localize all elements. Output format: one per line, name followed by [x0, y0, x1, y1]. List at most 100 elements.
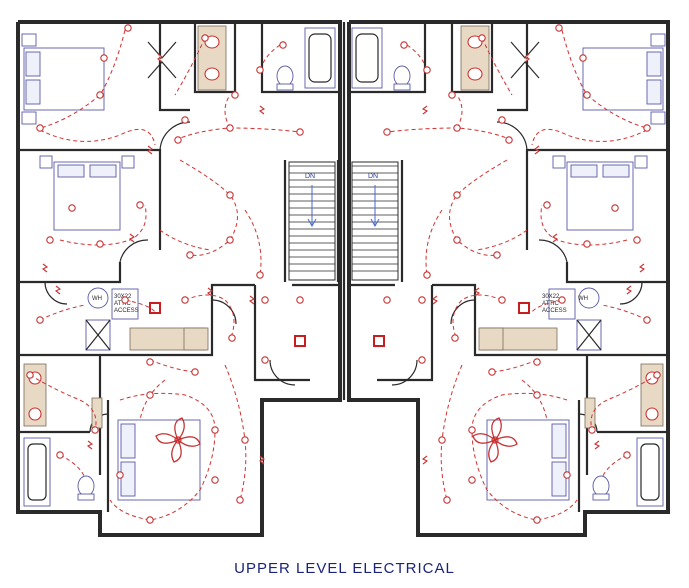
light-fixture-icon: [623, 451, 631, 459]
switch-icon: [146, 145, 154, 155]
switch-icon: [431, 295, 439, 305]
furniture-right: [351, 25, 666, 507]
light-fixture-icon: [226, 124, 234, 132]
light-fixture-icon: [498, 116, 506, 124]
light-fixture-icon: [116, 471, 124, 479]
light-fixture-icon: [533, 391, 541, 399]
stair-right-dn-label: DN: [368, 173, 378, 180]
switch-icon: [593, 440, 601, 450]
light-fixture-icon: [418, 296, 426, 304]
light-fixture-icon: [226, 191, 234, 199]
light-fixture-icon: [468, 476, 476, 484]
light-fixture-icon: [478, 34, 486, 42]
light-fixture-icon: [438, 436, 446, 444]
light-fixture-icon: [443, 496, 451, 504]
light-fixture-icon: [231, 91, 239, 99]
light-fixture-icon: [555, 24, 563, 32]
light-fixture-icon: [468, 426, 476, 434]
electrical-fixtures-right: [383, 24, 661, 524]
light-fixture-icon: [643, 316, 651, 324]
light-fixture-icon: [36, 316, 44, 324]
light-fixture-icon: [453, 124, 461, 132]
light-fixture-icon: [505, 136, 513, 144]
light-fixture-icon: [611, 204, 619, 212]
attic-hatch-symbols: [149, 302, 530, 347]
switch-icon: [41, 263, 49, 273]
light-fixture-icon: [451, 334, 459, 342]
light-fixture-icon: [124, 24, 132, 32]
light-fixture-icon: [261, 296, 269, 304]
light-fixture-icon: [186, 251, 194, 259]
switch-icon: [523, 53, 531, 63]
light-fixture-icon: [36, 124, 44, 132]
plan-title: UPPER LEVEL ELECTRICAL: [234, 560, 455, 577]
light-fixture-icon: [533, 358, 541, 366]
light-fixture-icon: [383, 296, 391, 304]
light-fixture-icon: [174, 136, 182, 144]
light-fixture-icon: [100, 54, 108, 62]
light-fixture-icon: [543, 201, 551, 209]
light-fixture-icon: [383, 128, 391, 136]
light-fixture-icon: [423, 271, 431, 279]
light-fixture-icon: [56, 451, 64, 459]
switch-icon: [625, 285, 633, 295]
switch-icon: [54, 285, 62, 295]
light-fixture-icon: [96, 240, 104, 248]
light-fixture-icon: [226, 236, 234, 244]
light-fixture-icon: [236, 496, 244, 504]
electrical-fixtures-left: [26, 24, 304, 524]
switch-icon: [156, 53, 164, 63]
switch-icon: [206, 287, 214, 297]
staircase-right: DN: [351, 161, 399, 281]
light-fixture-icon: [96, 91, 104, 99]
light-fixture-icon: [579, 54, 587, 62]
light-fixture-icon: [181, 116, 189, 124]
stair-left-dn-label: DN: [305, 173, 315, 180]
light-fixture-icon: [633, 236, 641, 244]
light-fixture-icon: [488, 368, 496, 376]
water-heater-right-label: WH: [578, 296, 588, 302]
light-fixture-icon: [136, 201, 144, 209]
light-fixture-icon: [583, 240, 591, 248]
light-fixture-icon: [423, 66, 431, 74]
light-fixture-icon: [211, 426, 219, 434]
light-fixture-icon: [121, 296, 129, 304]
light-fixture-icon: [228, 334, 236, 342]
light-fixture-icon: [181, 296, 189, 304]
ceiling-fan-left-icon: [155, 417, 201, 463]
staircase-left: DN: [288, 161, 336, 281]
switch-icon: [258, 455, 266, 465]
light-fixture-icon: [201, 34, 209, 42]
light-fixture-icon: [643, 124, 651, 132]
water-heater-left-label: WH: [92, 296, 102, 302]
light-fixture-icon: [146, 391, 154, 399]
light-fixture-icon: [653, 371, 661, 379]
light-fixture-icon: [453, 236, 461, 244]
light-fixture-icon: [448, 91, 456, 99]
light-fixture-icon: [68, 204, 76, 212]
switch-icon: [258, 105, 266, 115]
exterior-walls: [16, 20, 670, 537]
light-fixture-icon: [146, 516, 154, 524]
light-fixture-icon: [26, 371, 34, 379]
light-fixture-icon: [296, 128, 304, 136]
switch-icon: [421, 105, 429, 115]
light-fixture-icon: [493, 251, 501, 259]
light-fixture-icon: [563, 471, 571, 479]
light-fixture-icon: [558, 296, 566, 304]
light-fixture-icon: [241, 436, 249, 444]
interior-walls-left: [18, 22, 340, 512]
electrical-wiring-left: [29, 29, 301, 521]
light-fixture-icon: [211, 476, 219, 484]
switch-icon: [638, 263, 646, 273]
light-fixture-icon: [261, 356, 269, 364]
light-fixture-icon: [588, 426, 596, 434]
light-fixture-icon: [91, 426, 99, 434]
light-fixture-icon: [46, 236, 54, 244]
light-fixture-icon: [256, 66, 264, 74]
light-fixture-icon: [418, 356, 426, 364]
switch-icon: [421, 455, 429, 465]
switch-icon: [533, 145, 541, 155]
